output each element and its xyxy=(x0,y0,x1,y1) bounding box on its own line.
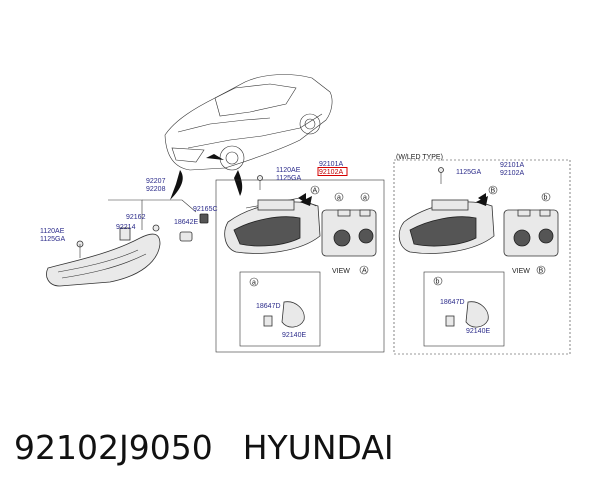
parts-diagram: 1120AE 1125GA 92207 92208 92162 92214 18… xyxy=(40,74,571,355)
label-18647d-mid: 18647D xyxy=(256,303,281,310)
marker-a-view: A xyxy=(362,268,367,275)
label-1125ga-mid: 1125GA xyxy=(276,175,301,182)
label-92207: 92207 xyxy=(146,178,166,185)
marker-b-view: B xyxy=(539,268,544,275)
marker-a-upper: A xyxy=(313,188,318,195)
label-92214: 92214 xyxy=(116,224,136,231)
arrow-icon xyxy=(298,193,306,203)
part-number: 92102J9050 xyxy=(14,428,213,467)
label-92140e-right: 92140E xyxy=(466,328,490,335)
callout-markers: A A a a a B B b b xyxy=(252,188,548,287)
brand-name: HYUNDAI xyxy=(242,428,394,467)
car-illustration xyxy=(164,74,333,200)
marker-a-inset: a xyxy=(252,280,256,287)
part-labels: 1120AE 1125GA 92207 92208 92162 92214 18… xyxy=(40,154,530,339)
label-1125ga-left: 1125GA xyxy=(40,236,65,243)
label-92102a-mid-highlight: 92102A xyxy=(319,169,343,176)
label-92162: 92162 xyxy=(126,214,146,221)
label-18642e: 18642E xyxy=(174,219,198,226)
label-view-a: VIEW xyxy=(332,268,350,275)
label-92208: 92208 xyxy=(146,186,166,193)
label-1120ae-left: 1120AE xyxy=(40,228,65,235)
label-92101a-mid: 92101A xyxy=(319,161,343,168)
left-assembly xyxy=(46,199,209,287)
right-assembly-wled xyxy=(393,159,571,355)
middle-assembly xyxy=(215,175,385,353)
caption: 92102J9050 HYUNDAI xyxy=(14,428,594,474)
label-92102a-right: 92102A xyxy=(500,170,524,177)
label-1120ae-mid: 1120AE xyxy=(276,167,301,174)
marker-b-upper: B xyxy=(491,188,496,195)
label-wled-type: (W/LED TYPE) xyxy=(396,154,443,161)
label-92101a-right: 92101A xyxy=(500,162,524,169)
label-view-b: VIEW xyxy=(512,268,530,275)
marker-b-inset: b xyxy=(436,279,440,286)
marker-a-small-2: a xyxy=(363,195,367,202)
arrow-icon xyxy=(478,193,486,203)
label-92140e-mid: 92140E xyxy=(282,332,306,339)
label-92165c: 92165C xyxy=(193,206,218,213)
marker-a-small-1: a xyxy=(337,195,341,202)
label-1125ga-right: 1125GA xyxy=(456,169,481,176)
label-18647d-right: 18647D xyxy=(440,299,465,306)
marker-b-small: b xyxy=(544,195,548,202)
